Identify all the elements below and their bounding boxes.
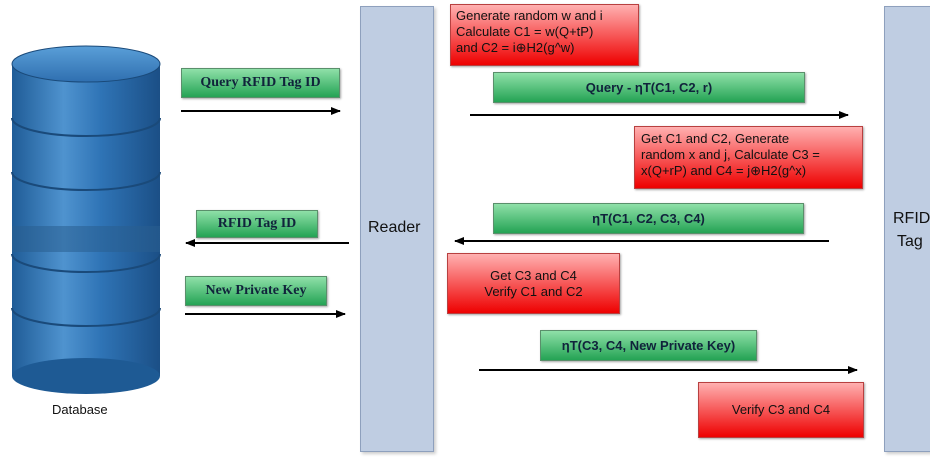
reader-generate-line2: Calculate C1 = w(Q+tP) — [456, 24, 594, 39]
database-label: Database — [52, 402, 108, 417]
tag-generate-line1: Get C1 and C2, Generate — [641, 131, 790, 146]
query-rfid-tag-id-label: Query RFID Tag ID — [181, 68, 340, 98]
tag-label-line2: Tag — [897, 233, 923, 250]
tag-generate-line2: random x and j, Calculate C3 = — [641, 147, 820, 162]
reader-verify-line2: Verify C1 and C2 — [484, 283, 583, 299]
tag-verify-line1: Verify C3 and C4 — [731, 402, 831, 417]
tag-generate-box: Get C1 and C2, Generate random x and j, … — [634, 126, 863, 189]
reader-label: Reader — [368, 219, 421, 236]
reader-verify-box: Get C3 and C4 Verify C1 and C2 — [447, 253, 620, 314]
query-message-label: Query - ηT(C1, C2, r) — [493, 72, 805, 103]
reader-final-message-label: ηT(C3, C4, New Private Key) — [540, 330, 757, 361]
tag-generate-line3: x(Q+rP) and C4 = j⊕H2(g^x) — [641, 163, 807, 178]
rfid-tag-id-label: RFID Tag ID — [196, 210, 318, 238]
reader-generate-line3: and C2 = i⊕H2(g^w) — [456, 40, 575, 55]
database-icon — [11, 45, 161, 394]
tag-label-line1: RFID — [893, 210, 930, 227]
new-private-key-label: New Private Key — [185, 276, 327, 306]
reader-pillar — [360, 6, 434, 452]
reader-verify-line1: Get C3 and C4 — [490, 267, 577, 283]
database-cylinder — [10, 44, 162, 396]
reader-generate-box: Generate random w and i Calculate C1 = w… — [450, 4, 639, 66]
tag-pillar — [884, 6, 930, 452]
tag-response-message-label: ηT(C1, C2, C3, C4) — [493, 203, 804, 234]
tag-verify-box: Verify C3 and C4 — [698, 382, 864, 438]
reader-generate-line1: Generate random w and i — [456, 8, 603, 23]
